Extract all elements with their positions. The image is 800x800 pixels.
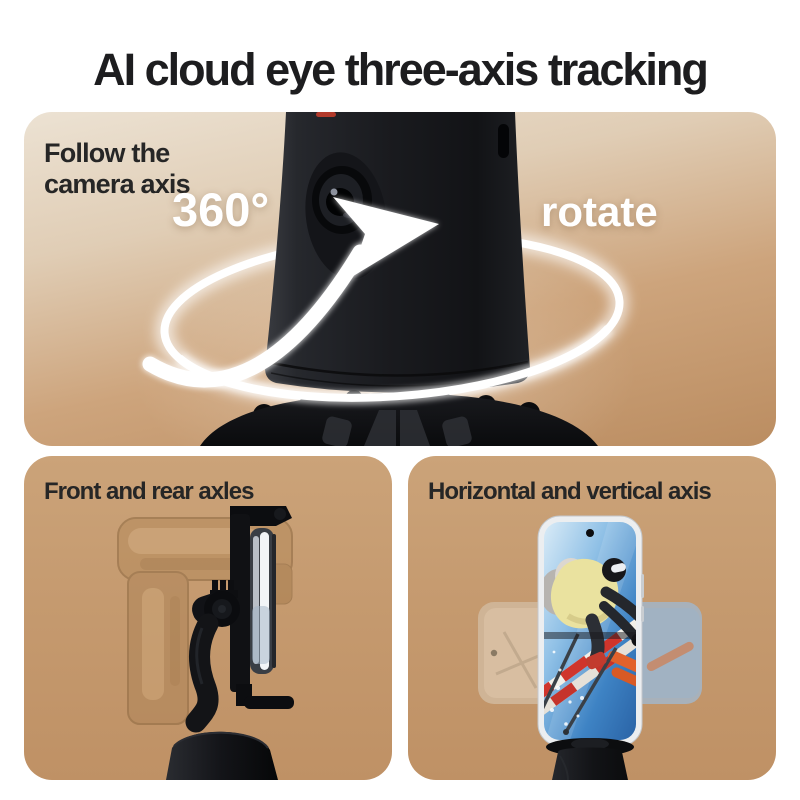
horizontal-vertical-axis-title: Horizontal and vertical axis (428, 478, 712, 505)
skier-photo (544, 522, 636, 740)
rotation-arrow-icon (141, 197, 439, 389)
tracked-phone (537, 515, 644, 747)
gimbal-side-view (166, 506, 294, 780)
gimbal-side-photo (117, 506, 294, 780)
caption-line-2: camera axis (44, 169, 191, 199)
horizontal-vertical-axis-panel: Horizontal and vertical axis (408, 456, 776, 780)
front-rear-axles-panel: Front and rear axles (24, 456, 392, 780)
phone-edge (250, 528, 276, 674)
caption-line-1: Follow the (44, 138, 170, 168)
page-title: AI cloud eye three-axis tracking (93, 44, 709, 95)
main-caption: Follow the camera axis (44, 138, 191, 200)
speaker-slot (498, 124, 509, 158)
gimbal-head (265, 112, 530, 393)
red-ring-accent (316, 112, 336, 117)
phone-tracking-photo (478, 515, 702, 780)
front-rear-axles-title: Front and rear axles (44, 478, 254, 505)
tripod-mount (546, 738, 634, 780)
gimbal-base (166, 731, 278, 780)
punch-hole-camera (586, 529, 594, 537)
rotate-label: rotate (541, 188, 658, 235)
rotation-feature-panel: Follow the camera axis 360° rotate (24, 112, 776, 446)
degree-360-label: 360° (172, 183, 270, 236)
gimbal-rotation-photo (141, 112, 629, 446)
